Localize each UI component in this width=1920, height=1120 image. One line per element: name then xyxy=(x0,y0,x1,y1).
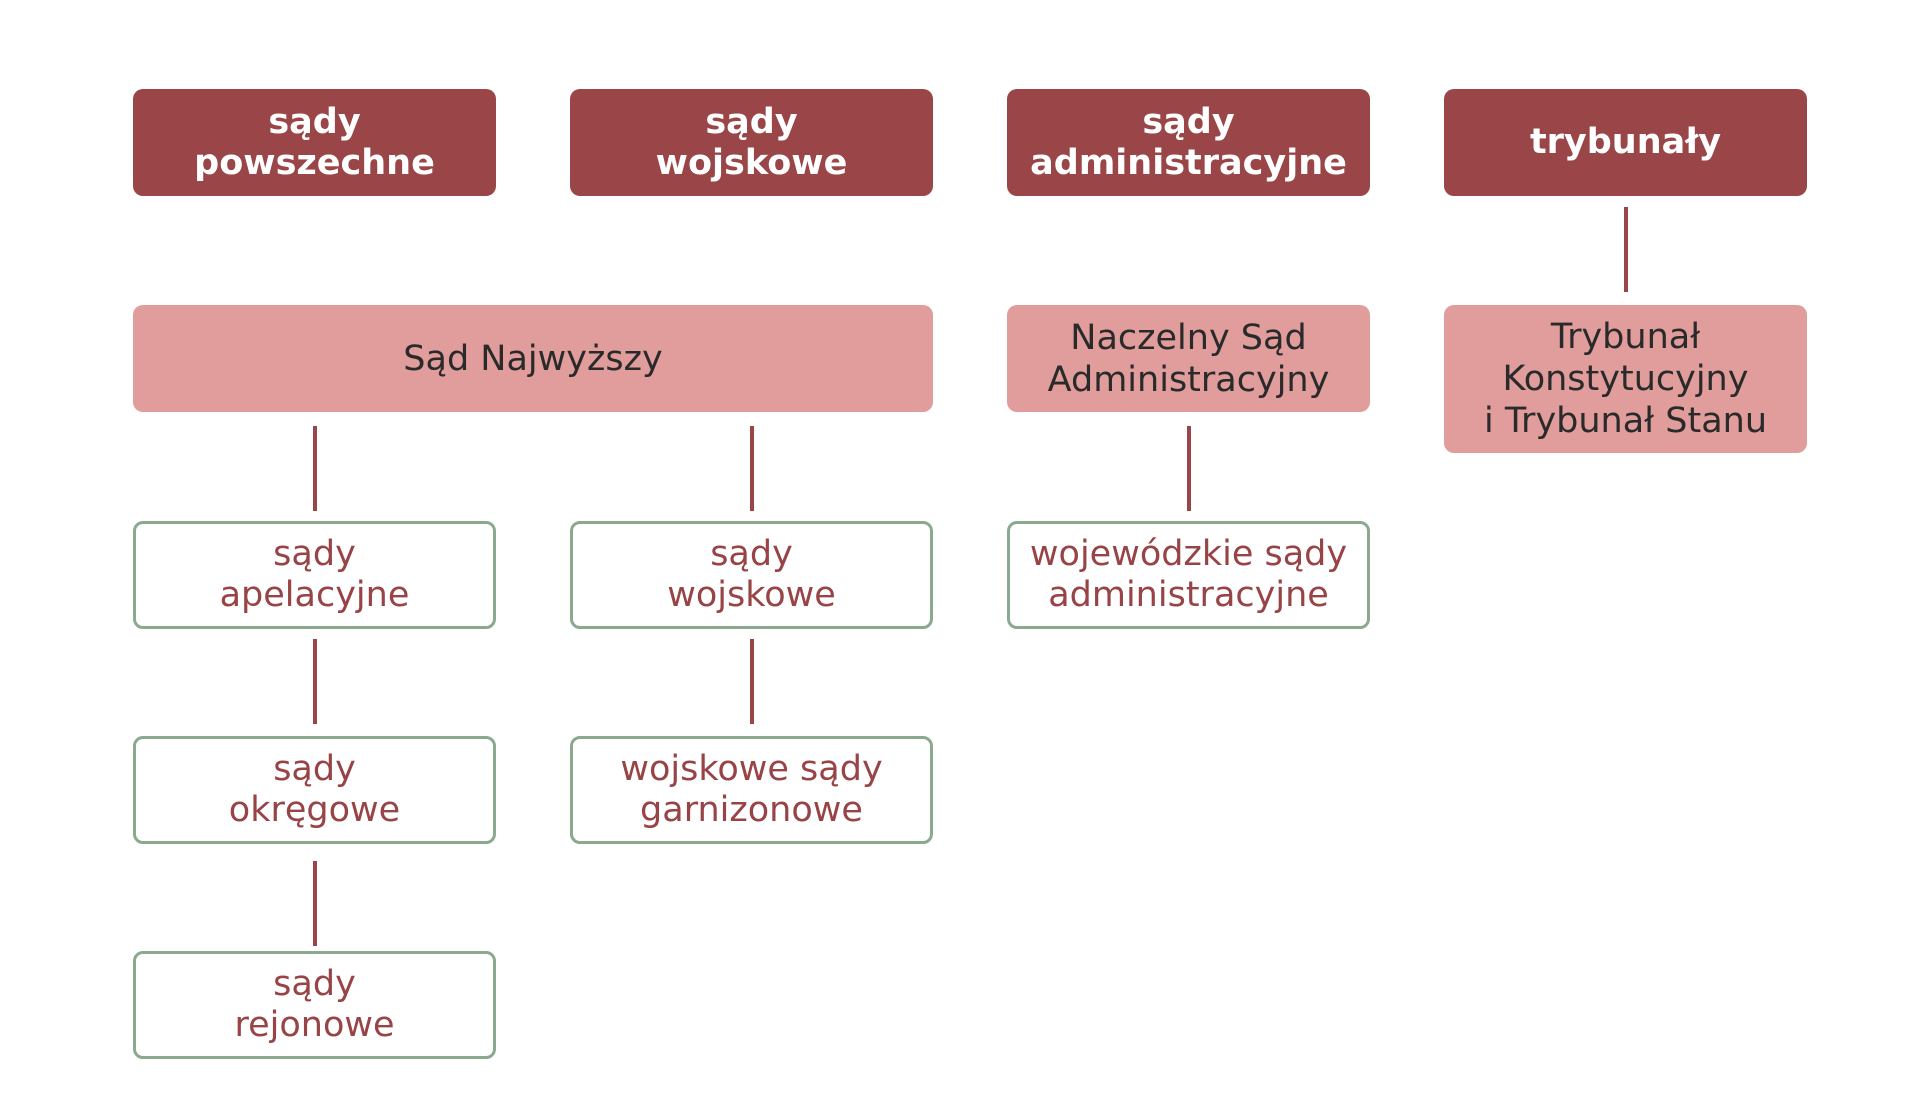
supreme-administrative-court-box: Naczelny Sąd Administracyjny xyxy=(1007,305,1370,412)
voivodeship-administrative-courts-box: wojewódzkie sądy administracyjne xyxy=(1007,521,1370,629)
connector xyxy=(313,861,317,946)
leaf-label: sądy okręgowe xyxy=(228,749,401,830)
leaf-label: wojewódzkie sądy administracyjne xyxy=(1029,534,1348,615)
connector xyxy=(750,639,754,724)
leaf-label: sądy rejonowe xyxy=(234,964,395,1045)
leaf-label: sądy apelacyjne xyxy=(219,534,410,615)
district-courts-box: sądy rejonowe xyxy=(133,951,496,1059)
tribunals-label: Trybunał Konstytucyjny i Trybunał Stanu xyxy=(1483,317,1768,441)
header-label: sądy administracyjne xyxy=(1030,101,1347,183)
leaf-label: wojskowe sądy garnizonowe xyxy=(620,749,883,830)
garrison-military-courts-box: wojskowe sądy garnizonowe xyxy=(570,736,933,844)
header-label: sądy wojskowe xyxy=(655,101,848,183)
supreme-administrative-court-label: Naczelny Sąd Administracyjny xyxy=(1047,317,1330,400)
leaf-label: sądy wojskowe xyxy=(667,534,836,615)
military-courts-box: sądy wojskowe xyxy=(570,521,933,629)
header-tribunals: trybunały xyxy=(1444,89,1807,196)
header-administrative-courts: sądy administracyjne xyxy=(1007,89,1370,196)
appellate-courts-box: sądy apelacyjne xyxy=(133,521,496,629)
connector xyxy=(313,639,317,724)
connector xyxy=(750,426,754,511)
header-label: sądy powszechne xyxy=(194,101,435,183)
connector xyxy=(1187,426,1191,511)
header-label: trybunały xyxy=(1529,122,1722,162)
supreme-court-box: Sąd Najwyższy xyxy=(133,305,933,412)
regional-courts-box: sądy okręgowe xyxy=(133,736,496,844)
header-military-courts: sądy wojskowe xyxy=(570,89,933,196)
supreme-court-label: Sąd Najwyższy xyxy=(403,338,663,379)
header-common-courts: sądy powszechne xyxy=(133,89,496,196)
connector xyxy=(1624,207,1628,292)
tribunals-box: Trybunał Konstytucyjny i Trybunał Stanu xyxy=(1444,305,1807,453)
connector xyxy=(313,426,317,511)
